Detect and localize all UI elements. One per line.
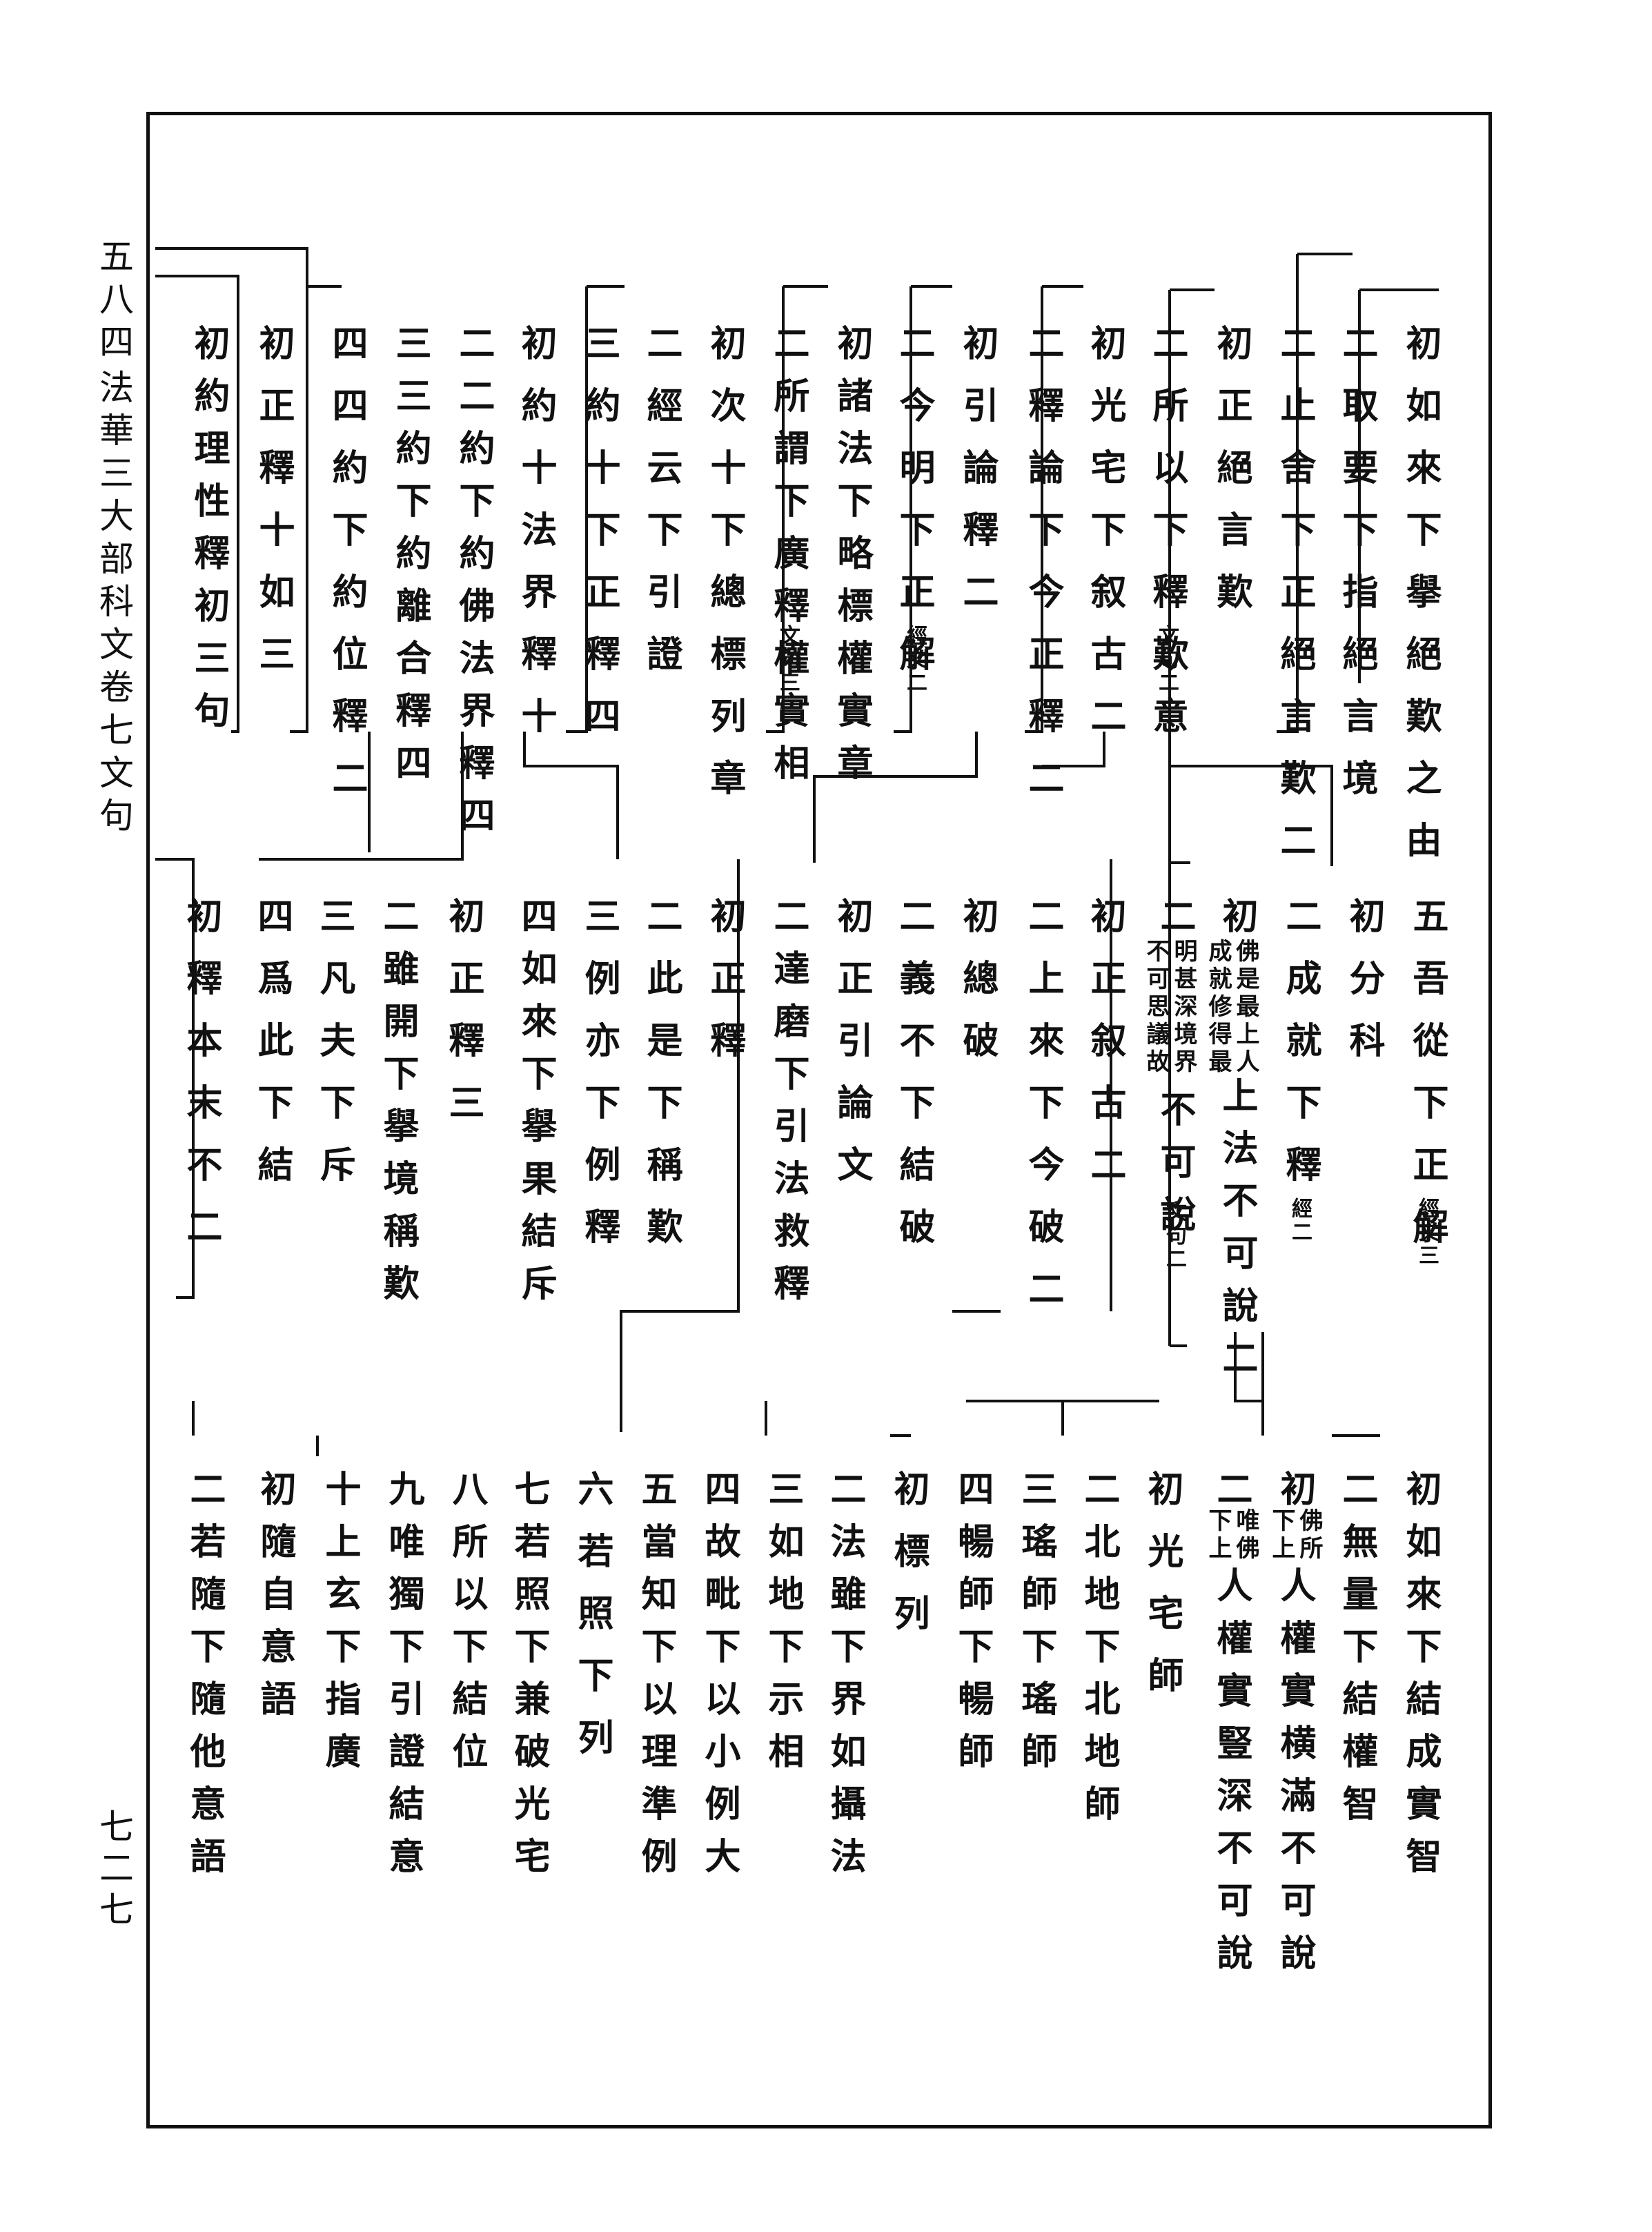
- outline-entry: 二達磨下引法救釋: [767, 897, 809, 1317]
- outline-entry: 上法不可說二: [1216, 1077, 1258, 1391]
- outline-entry: 二所以下釋歎意: [1146, 324, 1188, 759]
- outline-entry: 二釋論下今正釋二: [1022, 324, 1064, 821]
- outline-entry-head: 初: [1216, 897, 1258, 959]
- annotation-col: 不可思議故: [1142, 939, 1170, 1077]
- page-number: 五八四: [94, 238, 134, 366]
- outline-entry: 初總破: [956, 897, 999, 1084]
- folio-number: 七二七: [94, 1808, 134, 1932]
- outline-note: 文句二: [1162, 1201, 1186, 1271]
- outline-entry: 四故毗下以小例大: [698, 1470, 740, 1890]
- outline-entry: 四如來下擧果結斥: [515, 897, 557, 1317]
- outline-entry: 三三約下約離合釋四: [389, 324, 431, 796]
- outline-entry: 二若隨下隨他意語: [184, 1470, 226, 1890]
- outline-entry: 三瑤師下瑤師: [1015, 1470, 1057, 1785]
- outline-note: 經二: [1288, 1197, 1312, 1244]
- outline-entry: 不可說: [1154, 1090, 1196, 1248]
- two-column-annotation: 佛所 下上: [1268, 1508, 1323, 1563]
- outline-entry: 初約理性釋初三句: [188, 324, 230, 744]
- outline-entry: 二無量下結權智: [1336, 1470, 1378, 1837]
- outline-entry: 初諸法下略標權實章: [831, 324, 873, 796]
- outline-note: 經文三: [1415, 1197, 1439, 1268]
- annotation-col: 佛是最上人: [1232, 939, 1259, 1077]
- outline-note: 文句二: [1154, 625, 1179, 695]
- outline-entry: 三例亦下例釋: [578, 897, 620, 1270]
- outline-entry: 三約十下正釋四: [578, 324, 620, 759]
- outline-entry: 二經云下引證: [640, 324, 682, 697]
- outline-entry: 二成就下釋: [1279, 897, 1321, 1208]
- two-column-annotation: 唯佛 下上: [1204, 1508, 1259, 1563]
- outline-entry: 初如來下擧絕歎之由: [1399, 324, 1442, 883]
- outline-entry: 二所謂下廣釋權實相: [767, 324, 809, 796]
- annotation-col: 下上: [1204, 1508, 1232, 1563]
- outline-entry-head: 二: [1154, 897, 1196, 959]
- outline-entry: 初正釋三: [442, 897, 484, 1146]
- outline-entry: 三凡夫下斥: [313, 897, 355, 1208]
- outline-entry: 二上來下今破二: [1022, 897, 1064, 1332]
- outline-entry: 二義不下結破: [893, 897, 935, 1270]
- outline-entry: 初正絕言歎: [1210, 324, 1252, 635]
- outline-entry: 二北地下北地師: [1078, 1470, 1120, 1837]
- annotation-col: 成就修得最: [1204, 939, 1232, 1077]
- outline-entry: 初隨自意語: [254, 1470, 296, 1732]
- outline-entry-head: 初: [1274, 1470, 1316, 1532]
- outline-entry: 五吾從下正解: [1406, 897, 1448, 1270]
- two-column-annotation: 明甚深境界 不可思議故: [1142, 939, 1197, 1077]
- outline-entry: 初引論釋二: [956, 324, 999, 635]
- annotation-col: 明甚深境界: [1170, 939, 1197, 1077]
- outline-entry: 初標列: [887, 1470, 930, 1656]
- outline-entry: 初正叙古二: [1084, 897, 1126, 1208]
- outline-entry: 人權實横滿不可說: [1274, 1567, 1316, 1986]
- outline-entry: 四爲此下結: [251, 897, 293, 1208]
- book-title: 法華三大部科文卷七文句: [94, 369, 134, 840]
- outline-entry: 四暢師下暢師: [952, 1470, 994, 1785]
- outline-entry: 初光宅師: [1141, 1470, 1183, 1719]
- outline-entry: 七若照下兼破光宅: [508, 1470, 550, 1890]
- outline-entry: 二今明下正解: [893, 324, 935, 697]
- outline-entry: 五當知下以理準例: [635, 1470, 677, 1890]
- outline-entry: 四四約下約位釋二: [326, 324, 368, 821]
- outline-entry: 二二約下約佛法界釋四: [453, 324, 495, 849]
- outline-entry: 初次十下總標列章: [704, 324, 746, 821]
- outline-entry: 二止舍下正絕言歎二: [1274, 324, 1316, 883]
- outline-entry: 二雖開下擧境稱歎: [377, 897, 419, 1317]
- two-column-annotation: 佛是最上人 成就修得最: [1204, 939, 1259, 1077]
- outline-entry: 二此是下稱歎: [640, 897, 682, 1270]
- annotation-col: 唯佛: [1232, 1508, 1259, 1563]
- outline-entry: 二法雖下界如攝法: [824, 1470, 866, 1890]
- outline-entry: 八所以下結位: [446, 1470, 488, 1785]
- outline-entry: 人權實豎深不可說: [1210, 1567, 1252, 1986]
- outline-entry: 初光宅下叙古二: [1084, 324, 1126, 759]
- outline-entry-head: 二: [1210, 1470, 1252, 1532]
- outline-entry: 十上玄下指廣: [319, 1470, 361, 1785]
- annotation-col: 下上: [1268, 1508, 1295, 1563]
- outline-entry: 初正引論文: [831, 897, 873, 1208]
- outline-entry: 二取要下指絕言境: [1336, 324, 1378, 821]
- page-border: [146, 112, 1492, 2128]
- outline-entry: 初正釋: [704, 897, 746, 1084]
- outline-entry: 六若照下列: [571, 1470, 613, 1781]
- outline-entry: 初釋本末不二: [180, 897, 222, 1270]
- outline-note: 經文二: [903, 625, 927, 695]
- outline-entry: 三如地下示相: [762, 1470, 804, 1785]
- outline-entry: 初正釋十如三: [253, 324, 295, 697]
- outline-entry: 初如來下結成實智: [1399, 1470, 1442, 1890]
- outline-note: 文句三: [776, 625, 800, 695]
- outline-entry: 九唯獨下引證結意: [382, 1470, 424, 1890]
- outline-entry: 初分科: [1343, 897, 1385, 1084]
- outline-entry: 初約十法界釋十: [515, 324, 557, 759]
- annotation-col: 佛所: [1295, 1508, 1323, 1563]
